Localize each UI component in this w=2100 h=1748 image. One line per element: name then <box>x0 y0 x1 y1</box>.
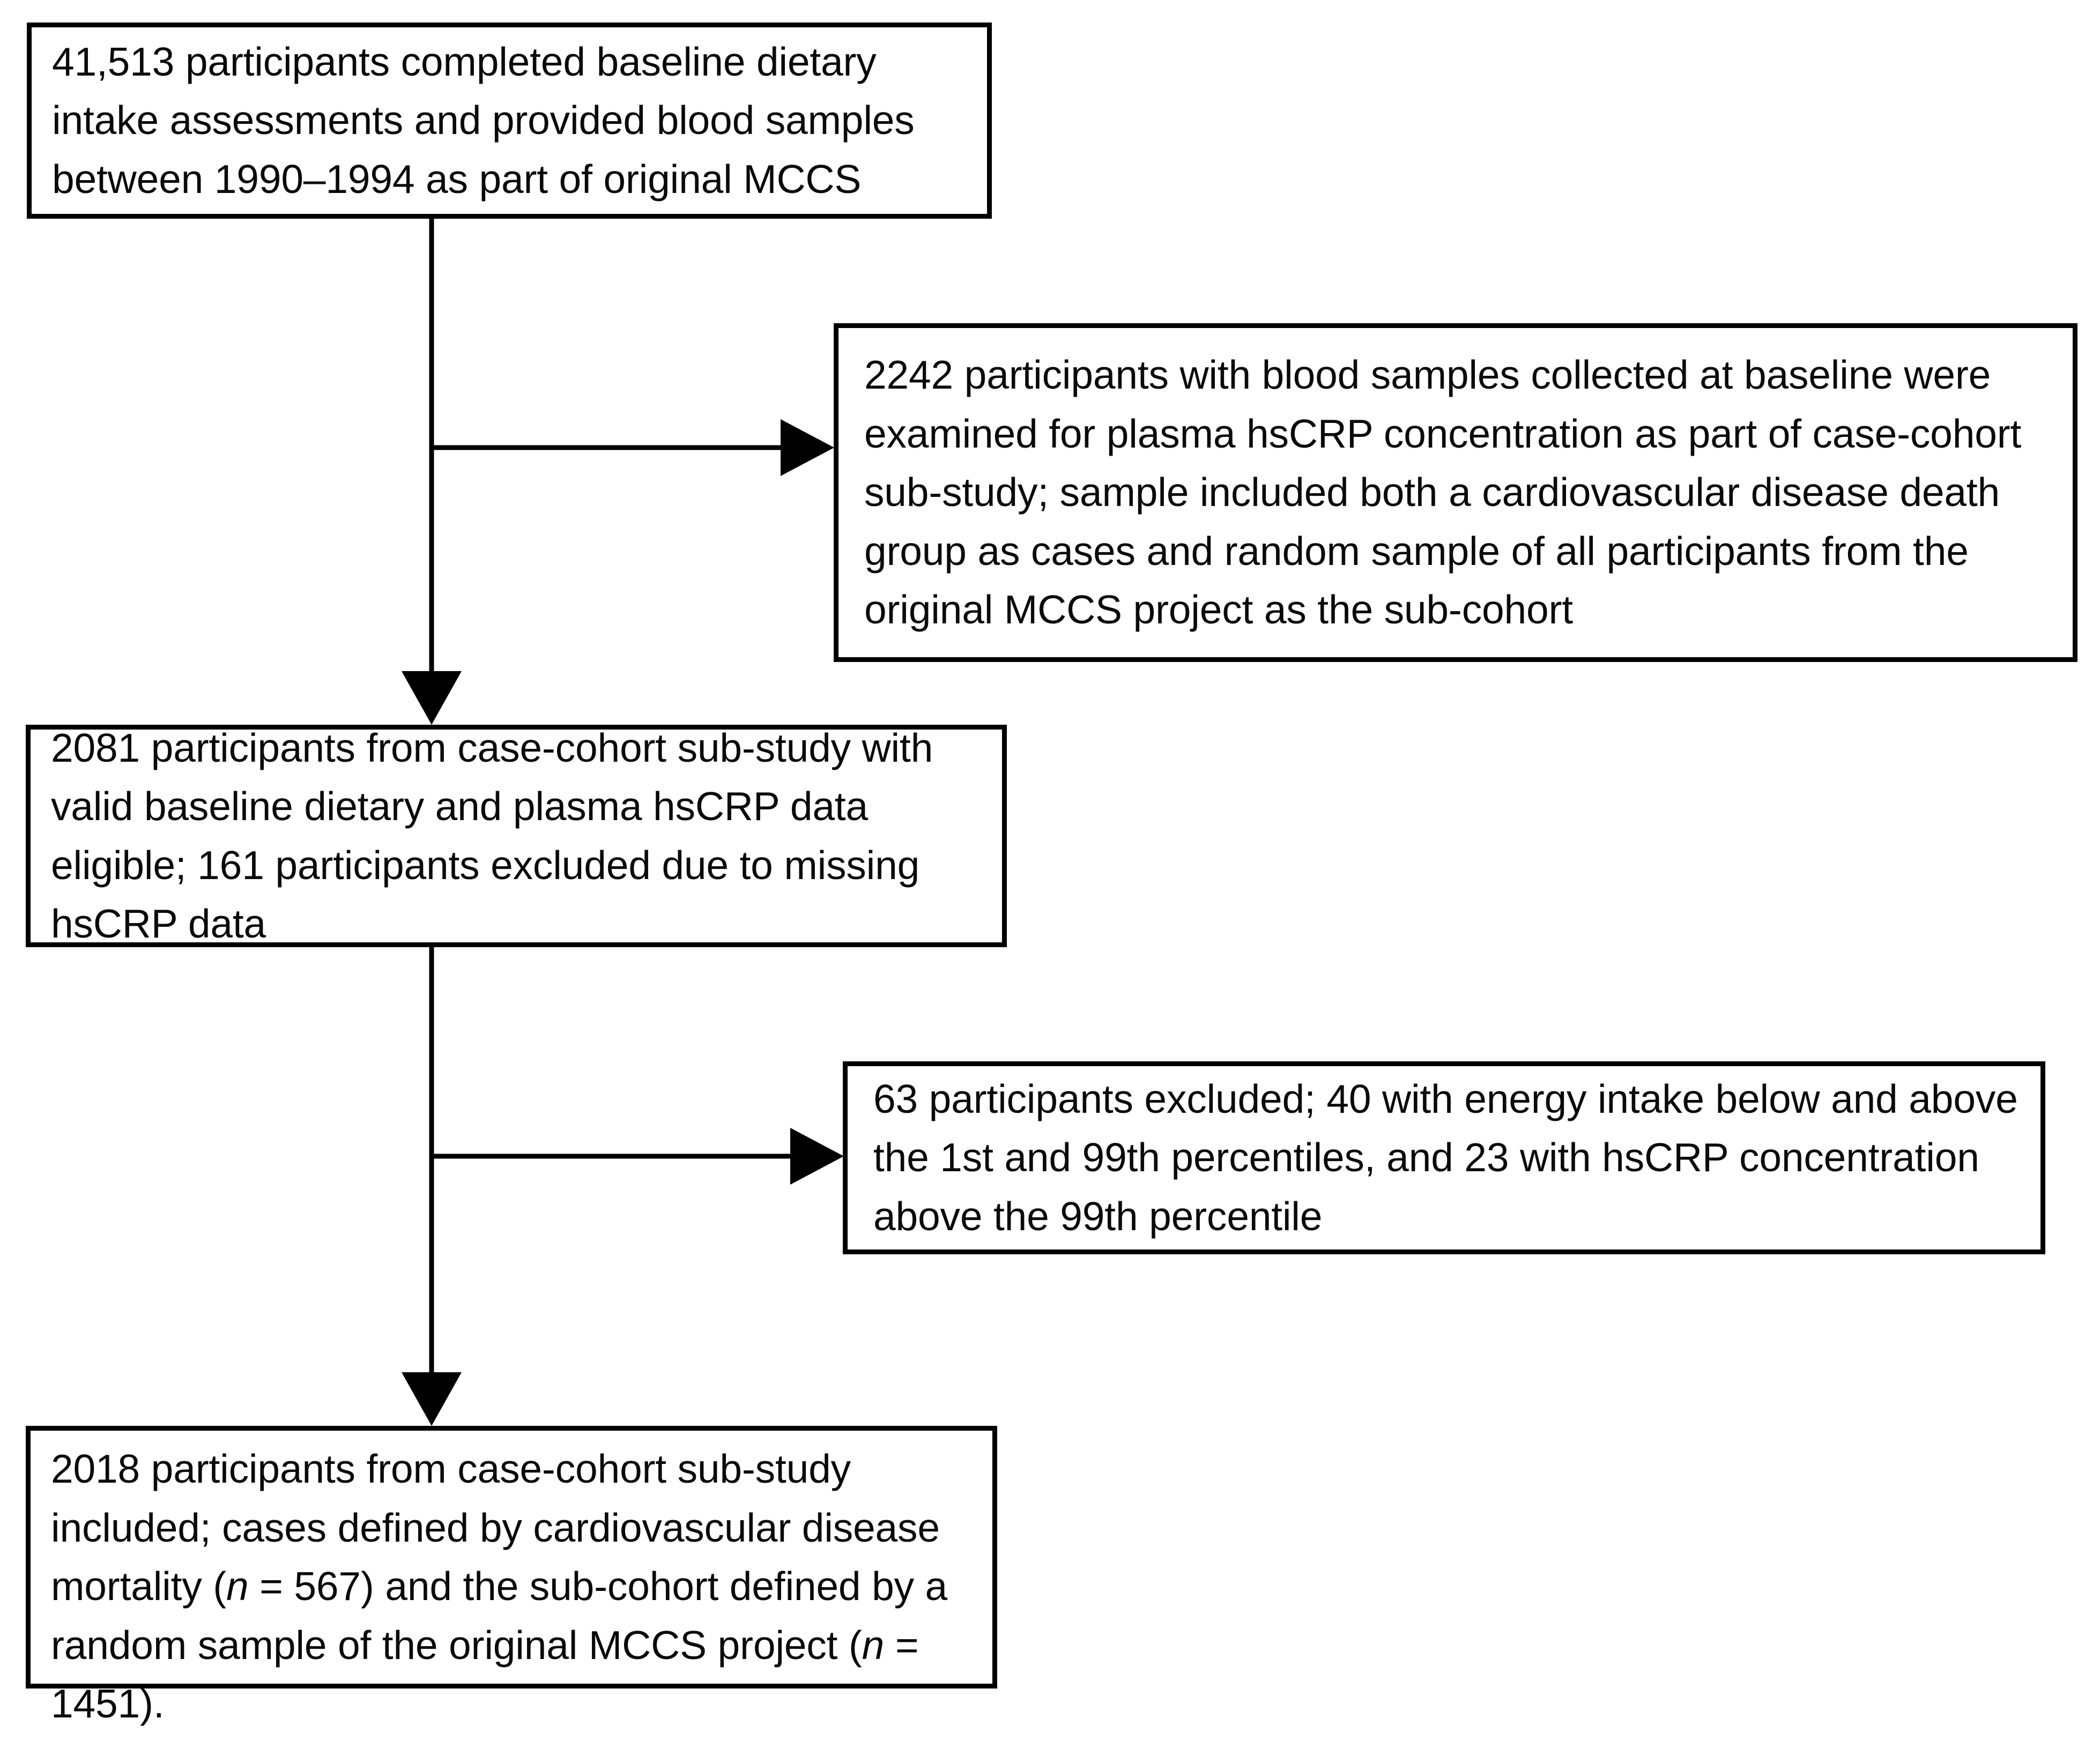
eligible-participants-box: 2081 participants from case-cohort sub-s… <box>26 725 1007 947</box>
final-analytic-sample-text: 2018 participants from case-cohort sub-s… <box>31 1381 992 1734</box>
arrow-baseline-to-subcohort <box>432 419 834 476</box>
n-symbol-subcohort: n <box>862 1622 885 1668</box>
eligible-participants-text: 2081 participants from case-cohort sub-s… <box>51 725 933 947</box>
exclusions-text: 63 participants excluded; 40 with energy… <box>873 1076 2018 1239</box>
case-cohort-substudy-box: 2242 participants with blood samples col… <box>834 323 2077 662</box>
final-sample-part-3: = 1451). <box>51 1622 919 1727</box>
baseline-cohort-box: 41,513 participants completed baseline d… <box>27 23 992 219</box>
final-analytic-sample-box: 2018 participants from case-cohort sub-s… <box>26 1426 997 1726</box>
exclusions-box: 63 participants excluded; 40 with energy… <box>843 1061 2045 1254</box>
final-sample-part-1: 2018 participants from case-cohort sub-s… <box>51 1446 940 1609</box>
arrow-eligible-to-included <box>402 947 462 1426</box>
baseline-cohort-text: 41,513 participants completed baseline d… <box>52 39 915 202</box>
case-cohort-substudy-text: 2242 participants with blood samples col… <box>864 352 2022 633</box>
n-symbol-cases: n <box>226 1564 249 1609</box>
arrow-baseline-to-eligible <box>402 219 462 725</box>
arrow-eligible-to-excluded <box>432 1128 844 1185</box>
final-sample-part-2: = 567) and the sub-cohort defined by a r… <box>51 1564 948 1668</box>
